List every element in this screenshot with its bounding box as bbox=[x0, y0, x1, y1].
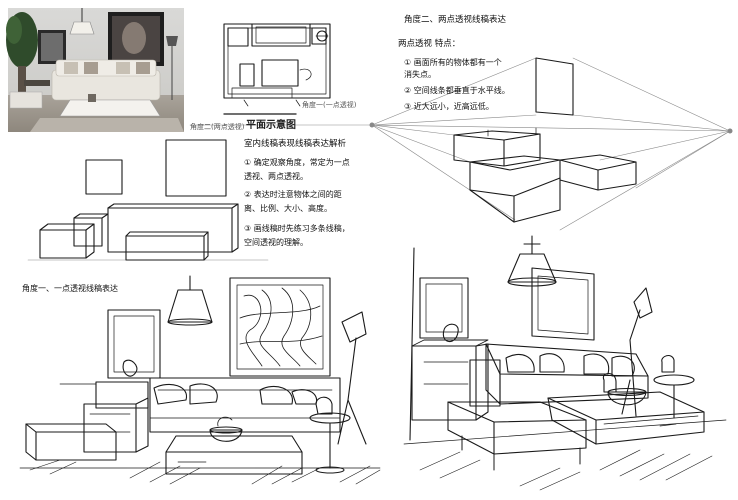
two-point-note-1: ① 画面所有的物体都有一个 bbox=[404, 58, 502, 67]
one-point-title: 角度一、一点透视线稿表达 bbox=[22, 284, 118, 293]
one-point-note-2: 透视、两点透视。 bbox=[244, 172, 308, 181]
one-point-note-4: 离、比例、大小、高度。 bbox=[244, 204, 332, 213]
two-point-room bbox=[403, 235, 727, 491]
one-point-heading: 室内线稿表现线稿表达解析 bbox=[244, 139, 347, 149]
two-point-title: 角度二、两点透视线稿表达 bbox=[404, 15, 507, 25]
two-point-note-4: ③ 近大远小，近高远低。 bbox=[404, 102, 494, 111]
two-point-boxes bbox=[453, 127, 637, 223]
one-point-note-3: ② 表达时注意物体之间的距 bbox=[244, 190, 342, 199]
plan-diagram bbox=[223, 23, 331, 115]
plan-title: 平面示意图 bbox=[246, 120, 296, 131]
one-point-room bbox=[19, 275, 381, 485]
one-point-note-1: ① 确定观察角度，常定为一点 bbox=[244, 158, 350, 167]
one-point-construction bbox=[27, 139, 269, 261]
two-point-note-2: 消失点。 bbox=[404, 70, 436, 79]
two-point-note-3: ② 空间线条都垂直于水平线。 bbox=[404, 86, 510, 95]
one-point-note-6: 空间透视的理解。 bbox=[244, 238, 308, 247]
photo-angle-caption: 角度二(两点透视) bbox=[190, 123, 245, 131]
plan-angle-note: 角度一(一点透视) bbox=[302, 101, 357, 109]
two-point-heading: 两点透视 特点： bbox=[398, 39, 461, 49]
one-point-note-5: ③ 画线稿时先练习多条线稿， bbox=[244, 224, 350, 233]
